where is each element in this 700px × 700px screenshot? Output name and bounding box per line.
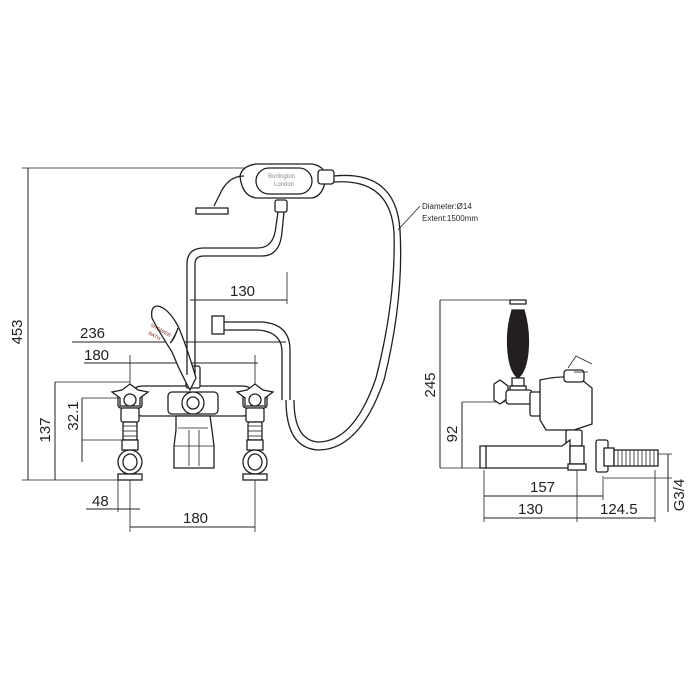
- left-deck-flange: [117, 439, 143, 481]
- right-handle: [235, 383, 275, 441]
- dim-thread: G3/4: [604, 453, 688, 512]
- lever-label-bath: BATH: [147, 331, 162, 343]
- dim-centres-180-label: 180: [183, 510, 208, 527]
- right-deck-flange: [242, 439, 268, 481]
- handset: Burlington London: [195, 163, 335, 215]
- dim-48: 48: [86, 478, 140, 512]
- hose-note-extent: Extent:1500mm: [422, 214, 478, 223]
- hose-note-diameter: Diameter:Ø14: [422, 202, 472, 211]
- dim-48-label: 48: [92, 493, 109, 510]
- dim-width-180-top: 180: [84, 347, 258, 385]
- dim-130-label: 130: [518, 501, 543, 518]
- side-body: [539, 355, 593, 447]
- left-handle: [110, 383, 150, 441]
- shower-hose: [285, 174, 402, 451]
- dim-overall-height-label: 453: [9, 319, 26, 344]
- mixer-body: [129, 385, 256, 469]
- handset-brand-sub: London: [274, 182, 294, 188]
- dim-124-5-label: 124.5: [600, 501, 638, 518]
- dim-spout-157-label: 157: [530, 479, 555, 496]
- dim-spout-157: 157: [483, 470, 604, 522]
- dim-130-124-5: 130 124.5: [484, 470, 656, 522]
- handset-cradle: [186, 199, 291, 400]
- dim-thread-label: G3/4: [671, 479, 688, 512]
- dim-height-137: 137: [37, 381, 130, 480]
- side-view: 245 92 157 130 124.5 G3/4: [422, 299, 688, 522]
- dim-handset-reach: 130: [190, 272, 288, 304]
- dim-height-245: 245: [422, 299, 518, 469]
- dim-width-236-label: 236: [80, 325, 105, 342]
- dim-handset-reach-label: 130: [230, 283, 255, 300]
- dim-height-245-label: 245: [422, 372, 439, 397]
- side-spout: [479, 438, 571, 469]
- side-lever: [506, 299, 530, 397]
- hose-note: Diameter:Ø14 Extent:1500mm: [397, 202, 478, 231]
- side-deck-mount: [567, 439, 659, 473]
- dim-centres-180: 180: [129, 480, 256, 532]
- dim-width-180-top-label: 180: [84, 347, 109, 364]
- dim-height-92-label: 92: [444, 426, 461, 443]
- dim-height-32-1-label: 32.1: [65, 401, 82, 430]
- diverter-lever: SHOWER BATH: [147, 305, 201, 392]
- dim-height-137-label: 137: [37, 417, 54, 442]
- front-view: 453 137 32.1 236 180: [9, 163, 478, 532]
- handset-brand: Burlington: [268, 174, 295, 180]
